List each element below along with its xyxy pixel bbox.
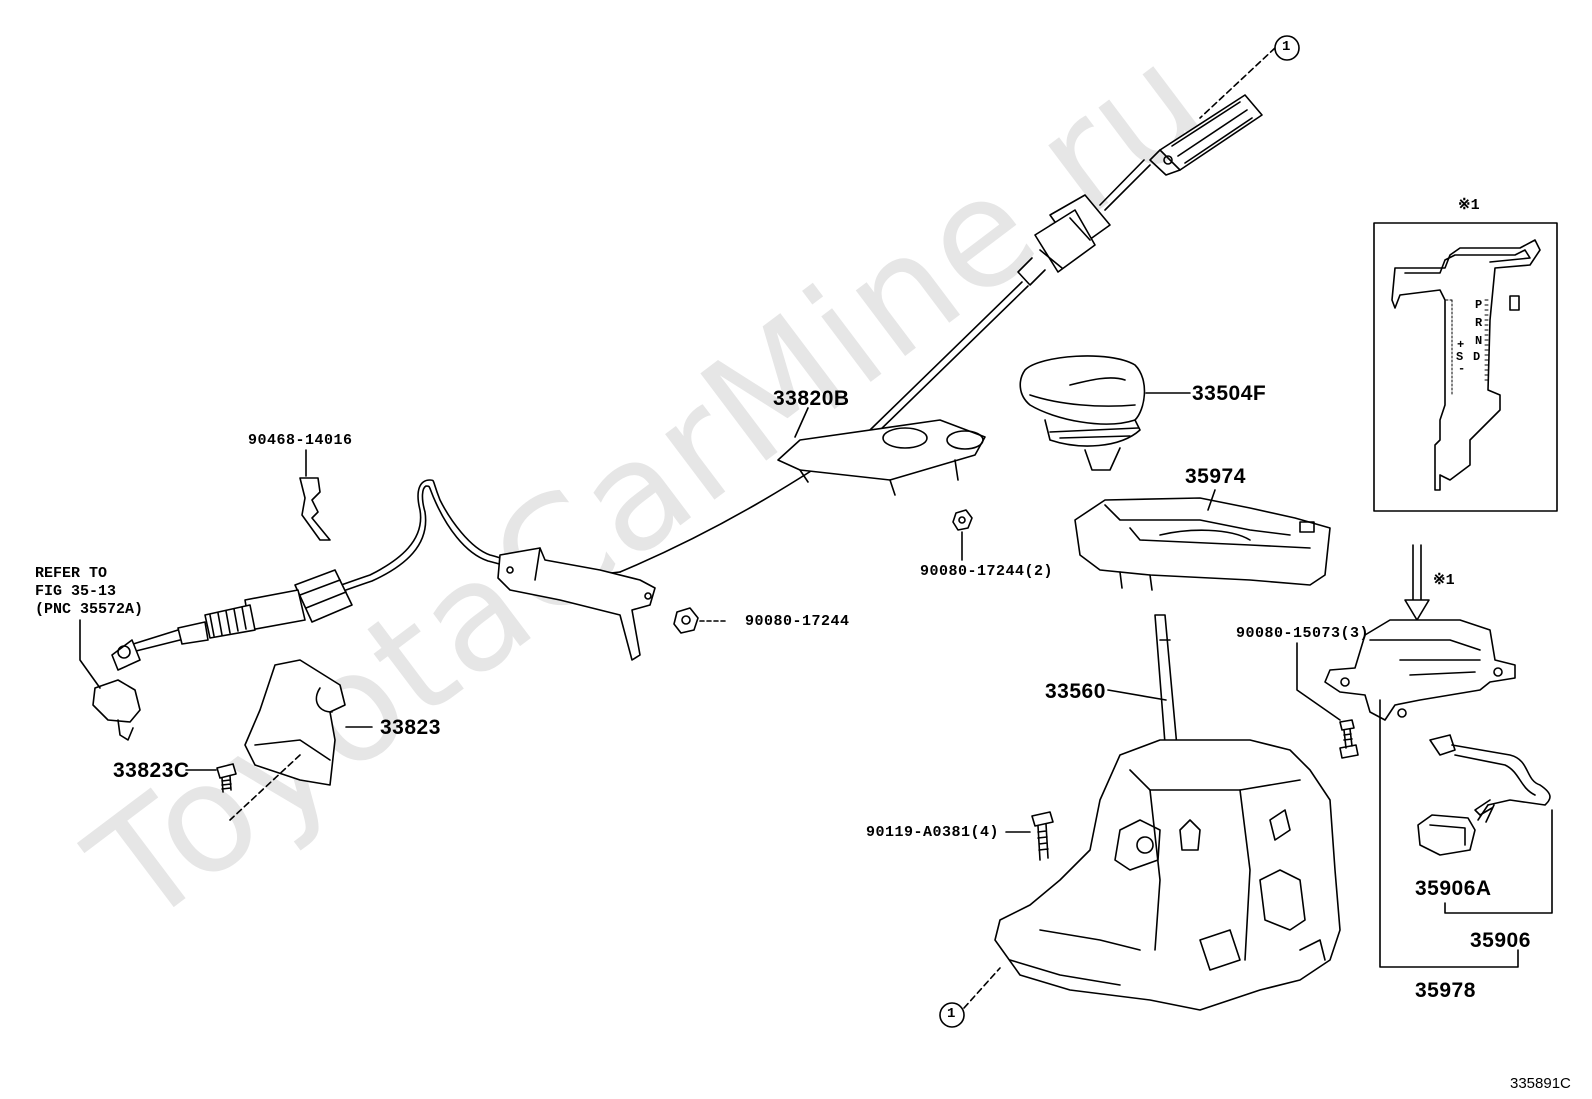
dash-callout-1-bottom [963,967,1001,1009]
leader-35974 [1207,489,1216,511]
diagram-id: 335891C [1510,1075,1571,1092]
shifter-base-assembly [994,739,1341,1011]
inset-arrow-mark: ※1 [1433,572,1455,589]
part-33820B-bracket [777,419,986,496]
part-35906A-switch [1417,814,1476,856]
part-35906-harness [1429,734,1551,823]
gear-label-plus: + [1457,338,1465,352]
part-label-90080-17244: 90080-17244 [745,613,850,630]
inset-box [1373,222,1558,512]
part-33504F-knob [1019,355,1146,471]
gear-label-R: R [1475,316,1483,330]
part-33823-bracket [244,659,346,786]
cable-segment [1099,159,1145,206]
part-label-35906A: 35906A [1415,877,1492,900]
cable-adjuster [111,569,353,671]
gear-label-D: D [1473,350,1481,364]
leader-refer-note [79,619,101,689]
leader-33560 [1107,689,1167,701]
cable-clamp-bracket [497,547,656,661]
gear-label-S: S [1456,350,1464,364]
part-label-33504F: 33504F [1192,382,1267,405]
inset-gate-plate [1391,239,1541,491]
gear-label-N: N [1475,334,1483,348]
nut-90080-17244 [673,607,699,634]
inset-mark: ※1 [1458,197,1480,214]
gear-label-minus: - [1458,362,1466,376]
part-label-90119-A0381: 90119-A0381(4) [866,824,1000,841]
shift-cable [875,285,1029,435]
refer-note-line3: (PNC 35572A) [35,601,144,618]
part-label-33823C: 33823C [113,759,190,782]
part-label-33820B: 33820B [773,387,850,410]
shift-cable-loop [321,485,621,597]
cable-end-connector [92,679,141,741]
leader-90080-15073 [1296,642,1341,721]
inset-down-arrow [1404,544,1430,621]
part-label-90080-15073: 90080-15073(3) [1236,625,1370,642]
bolt-90119-A0381 [1031,811,1054,861]
callout-label-bottom: 1 [947,1006,956,1022]
leader-33820B [794,407,809,438]
part-label-35906: 35906 [1470,929,1531,952]
part-label-33560: 33560 [1045,680,1106,703]
bolt-33823C [216,763,237,793]
clip-90468-14016 [299,477,331,541]
refer-note-line1: REFER TO [35,565,108,582]
refer-note-line2: FIG 35-13 [35,583,117,600]
cable-boot [1017,194,1111,286]
part-35974-cover [1074,497,1331,591]
gear-label-P: P [1475,298,1483,312]
cable-end-upper [1149,94,1263,176]
nut-90080-17244-2 [952,509,973,531]
bolt-90080-15073 [1339,719,1359,759]
part-label-90080-17244-2: 90080-17244(2) [920,563,1054,580]
part-label-35978: 35978 [1415,979,1476,1002]
callout-label-top: 1 [1282,39,1291,55]
bracket-35906 [1444,809,1553,914]
part-35978-indicator [1324,619,1516,721]
part-label-33823: 33823 [380,716,441,739]
dash-callout-1-top [1199,47,1276,119]
part-label-90468-14016: 90468-14016 [248,432,353,449]
bracket-35978 [1379,699,1519,968]
part-label-35974: 35974 [1185,465,1246,488]
callout-circle-top [1274,35,1300,61]
shift-cable [869,281,1023,431]
dash-33823C [229,754,301,821]
cable-segment [1104,164,1151,211]
callout-circle-bottom [939,1002,965,1028]
